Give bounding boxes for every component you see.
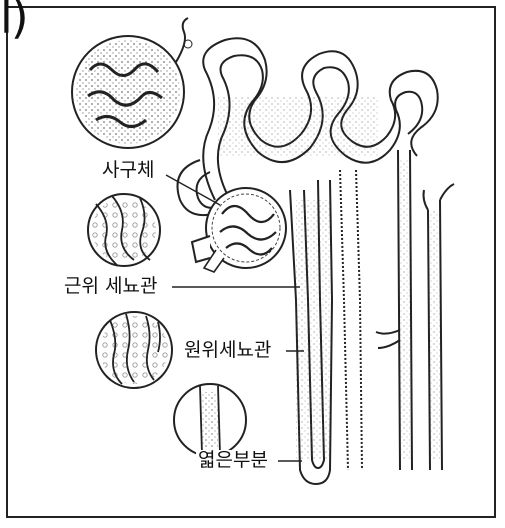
label-proximal-tubule: 근위 세뇨관 xyxy=(62,276,159,297)
magnified-distal-circle xyxy=(96,312,172,388)
loop-of-henle xyxy=(290,170,362,484)
glomerulus xyxy=(192,188,286,272)
label-distal-tubule: 원위세뇨관 xyxy=(182,340,273,361)
magnified-thin-segment-circle xyxy=(174,384,246,456)
label-thin-segment: 엷은부분 xyxy=(196,450,270,471)
magnified-proximal-circle xyxy=(88,194,160,266)
label-glomerulus: 사구체 xyxy=(100,160,156,181)
magnified-cortex-circle xyxy=(72,18,192,148)
collecting-ducts xyxy=(376,150,454,470)
